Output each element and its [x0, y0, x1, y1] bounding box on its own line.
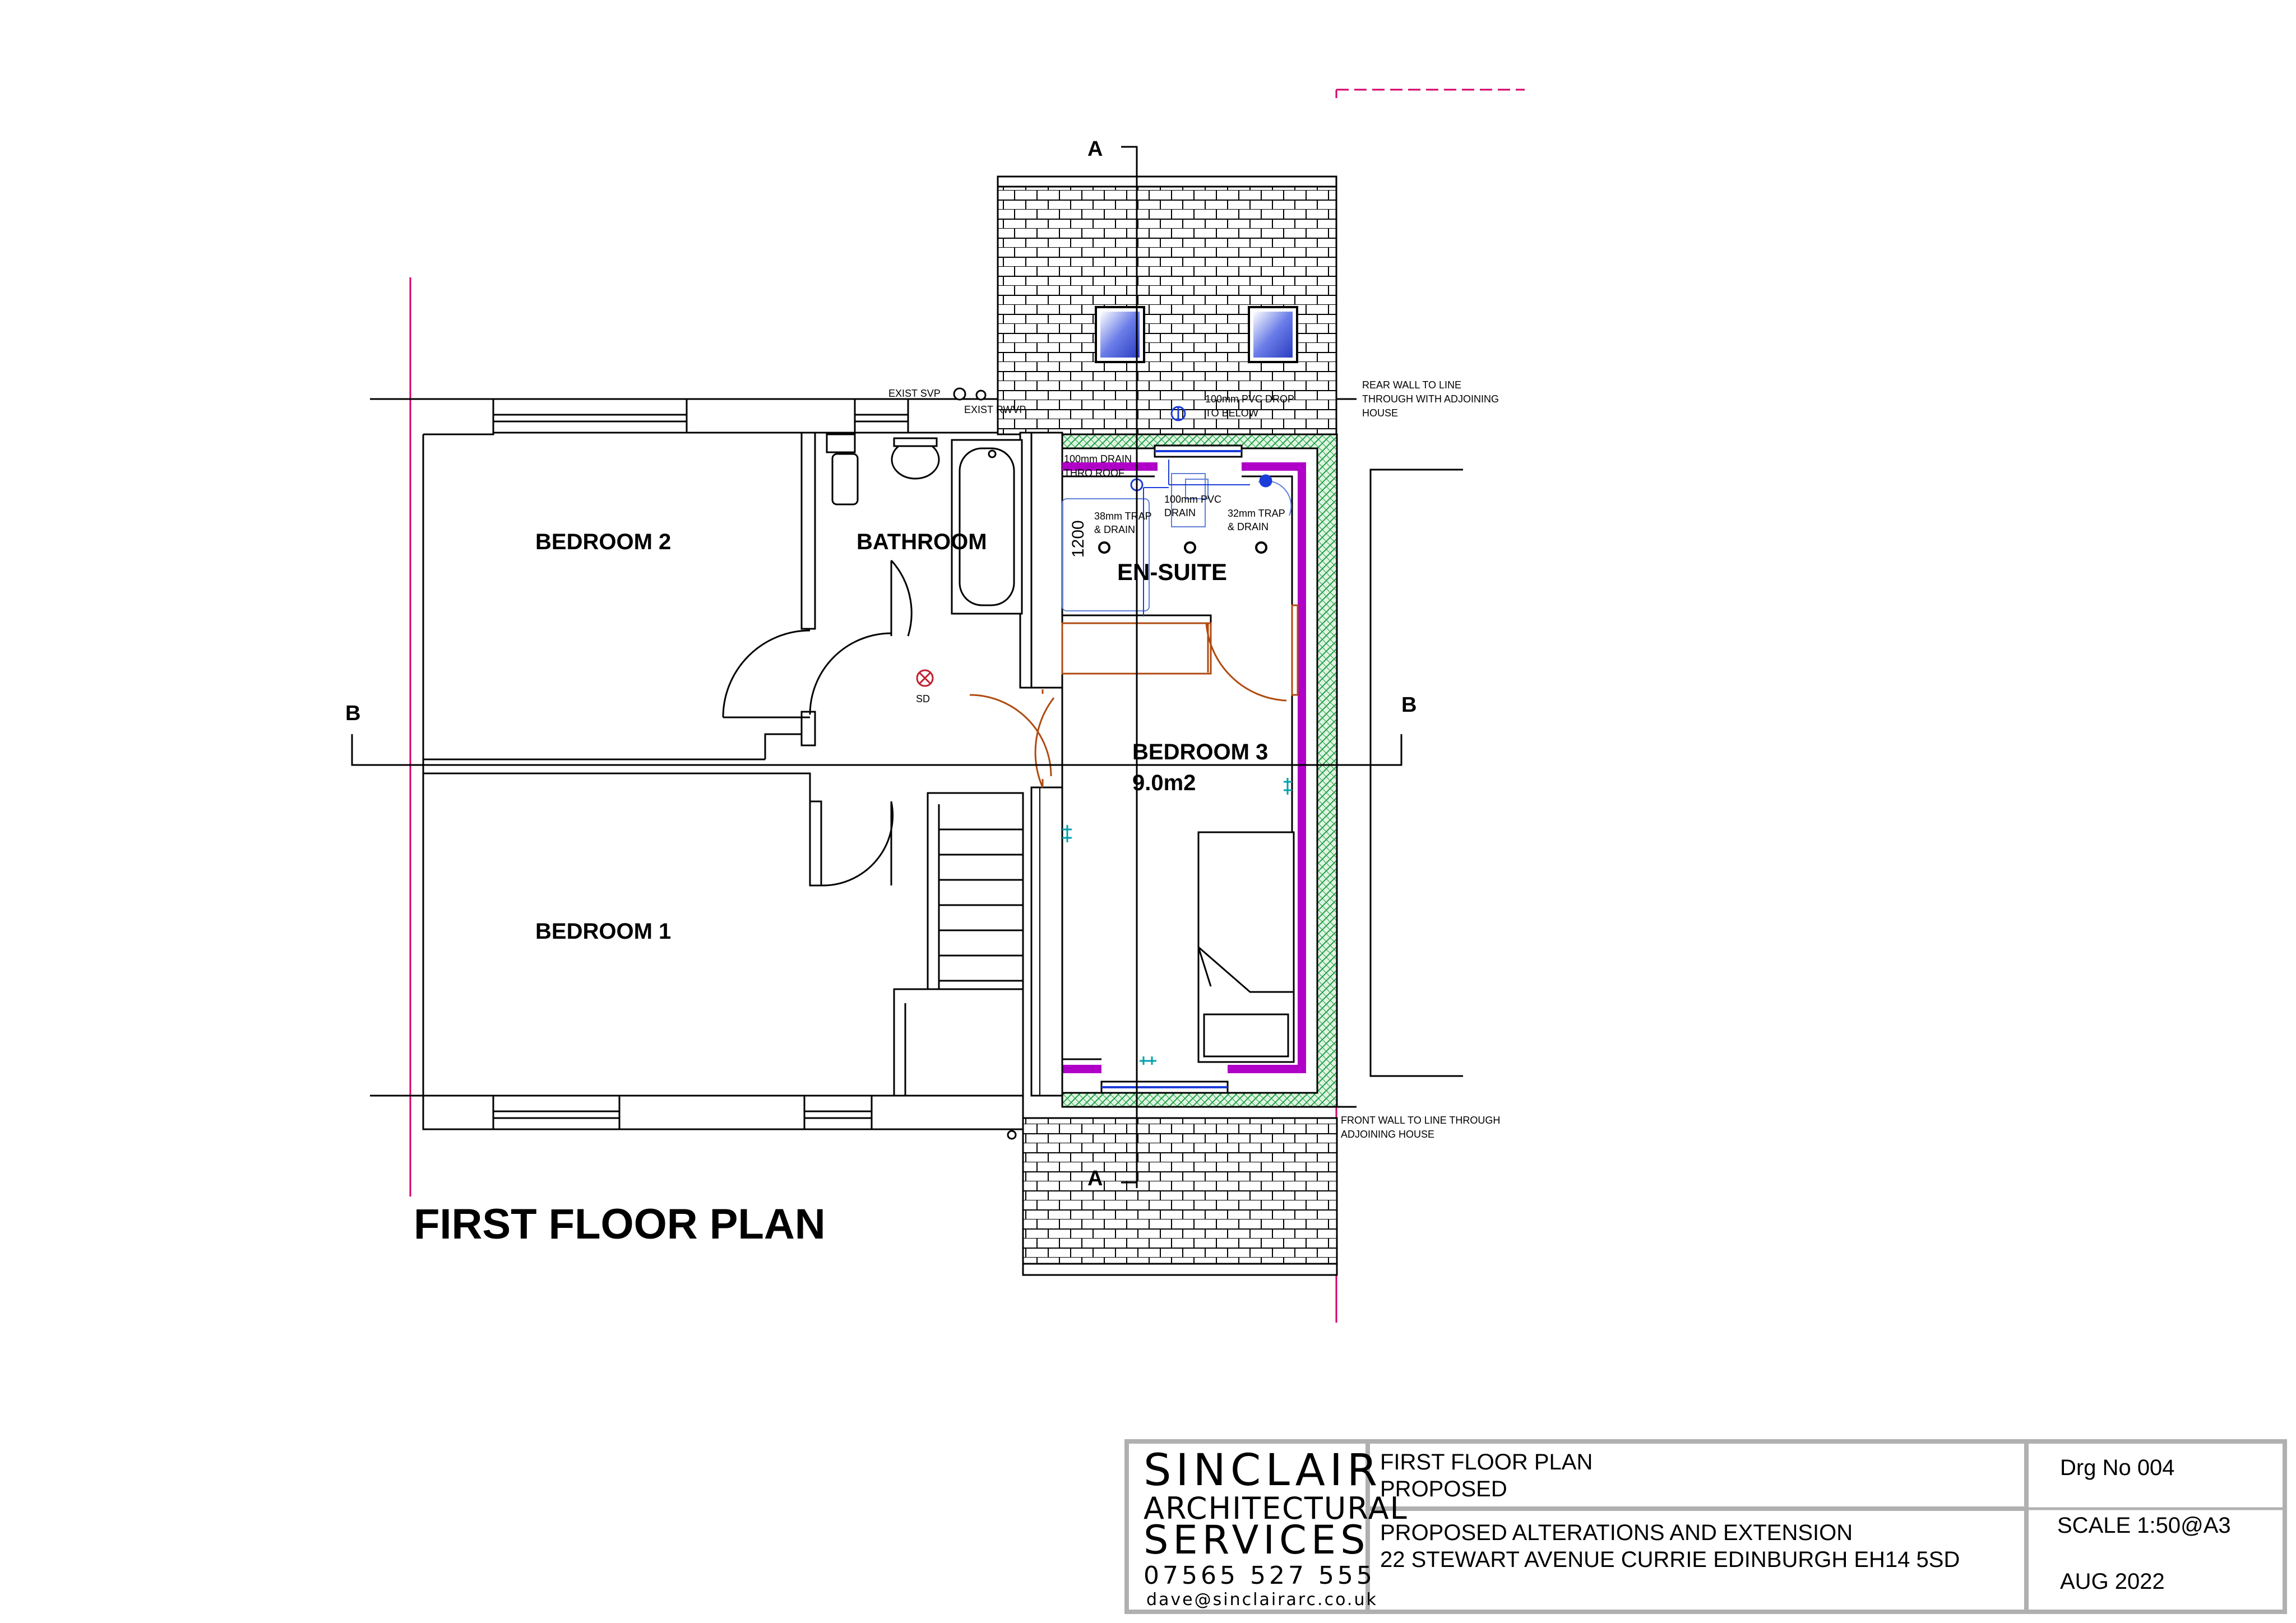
smoke-detector-label: SD — [916, 693, 930, 704]
note-trap-32-1: 32mm TRAP — [1228, 508, 1285, 519]
note-trap-32-2: & DRAIN — [1228, 521, 1269, 532]
title-block — [1124, 1439, 2287, 1614]
note-pvc-drain-2: DRAIN — [1164, 507, 1196, 518]
plumbing-drains — [1062, 406, 1292, 616]
door-swings — [722, 559, 913, 887]
section-marker-b-right: B — [1401, 693, 1417, 717]
title-drawing-name-1: FIRST FLOOR PLAN — [1380, 1450, 1593, 1474]
waste-outlets — [1098, 541, 1267, 554]
staircase — [939, 828, 1023, 982]
section-marker-b-left: B — [345, 702, 360, 725]
contact-email: dave@sinclairarc.co.uk — [1146, 1590, 1378, 1610]
new-door-swings — [969, 623, 1287, 788]
room-label-bedroom-1: BEDROOM 1 — [535, 919, 671, 944]
contact-phone: 07565 527 555 — [1144, 1561, 1376, 1590]
section-marker-a-top: A — [1087, 137, 1103, 161]
room-area-bedroom-3: 9.0m2 — [1132, 771, 1196, 795]
logo-services: SERVICES — [1144, 1517, 1370, 1563]
existing-walls — [370, 398, 1063, 1130]
title-project-1: PROPOSED ALTERATIONS AND EXTENSION — [1380, 1520, 1853, 1545]
title-project-2: 22 STEWART AVENUE CURRIE EDINBURGH EH14 … — [1380, 1547, 1960, 1572]
note-pvc-drain-1: 100mm PVC — [1164, 494, 1221, 505]
title-scale: SCALE 1:50@A3 — [2057, 1513, 2231, 1538]
note-front-wall-1: FRONT WALL TO LINE THROUGH — [1341, 1115, 1500, 1126]
logo-architectural: ARCHITECTURAL — [1144, 1491, 1408, 1526]
section-lines — [351, 146, 1402, 1188]
title-drawing-number: Drg No 004 — [2060, 1455, 2175, 1480]
note-exist-svp: EXIST SVP — [888, 388, 941, 399]
note-pvc-drop-1: 100mm PVC DROP — [1205, 393, 1294, 405]
note-drain-roof-1: 100mm DRAIN — [1064, 453, 1132, 465]
adjoining-house — [1336, 398, 1463, 1108]
title-date: AUG 2022 — [2060, 1569, 2165, 1594]
bathroom-fittings — [826, 433, 1023, 615]
socket-outlets — [1062, 778, 1292, 1065]
room-label-bedroom-3: BEDROOM 3 — [1132, 740, 1268, 764]
note-rear-wall-2: THROUGH WITH ADJOINING — [1362, 393, 1499, 405]
title-drawing-name-2: PROPOSED — [1380, 1477, 1507, 1501]
room-label-bedroom-2: BEDROOM 2 — [535, 530, 671, 554]
existing-pipes — [953, 387, 1017, 1140]
drawing-title: FIRST FLOOR PLAN — [414, 1200, 826, 1248]
roof-tiles — [997, 175, 1338, 1276]
note-exist-rwvp: EXIST RWVP — [964, 404, 1026, 415]
note-drain-roof-2: THRO ROOF — [1064, 467, 1124, 479]
bed — [1197, 831, 1295, 1063]
note-front-wall-2: ADJOINING HOUSE — [1341, 1129, 1434, 1140]
note-rear-wall-3: HOUSE — [1362, 407, 1398, 419]
section-marker-a-bottom: A — [1087, 1167, 1103, 1190]
room-label-bathroom: BATHROOM — [857, 530, 987, 554]
room-label-en-suite: EN-SUITE — [1117, 559, 1227, 585]
dimension-1200: 1200 — [1069, 520, 1087, 558]
note-pvc-drop-2: TO BELOW — [1205, 407, 1258, 419]
note-trap-38-2: & DRAIN — [1094, 524, 1135, 535]
note-rear-wall-1: REAR WALL TO LINE — [1362, 379, 1461, 391]
logo-sinclair: SINCLAIR — [1144, 1445, 1382, 1496]
note-trap-38-1: 38mm TRAP — [1094, 511, 1152, 522]
